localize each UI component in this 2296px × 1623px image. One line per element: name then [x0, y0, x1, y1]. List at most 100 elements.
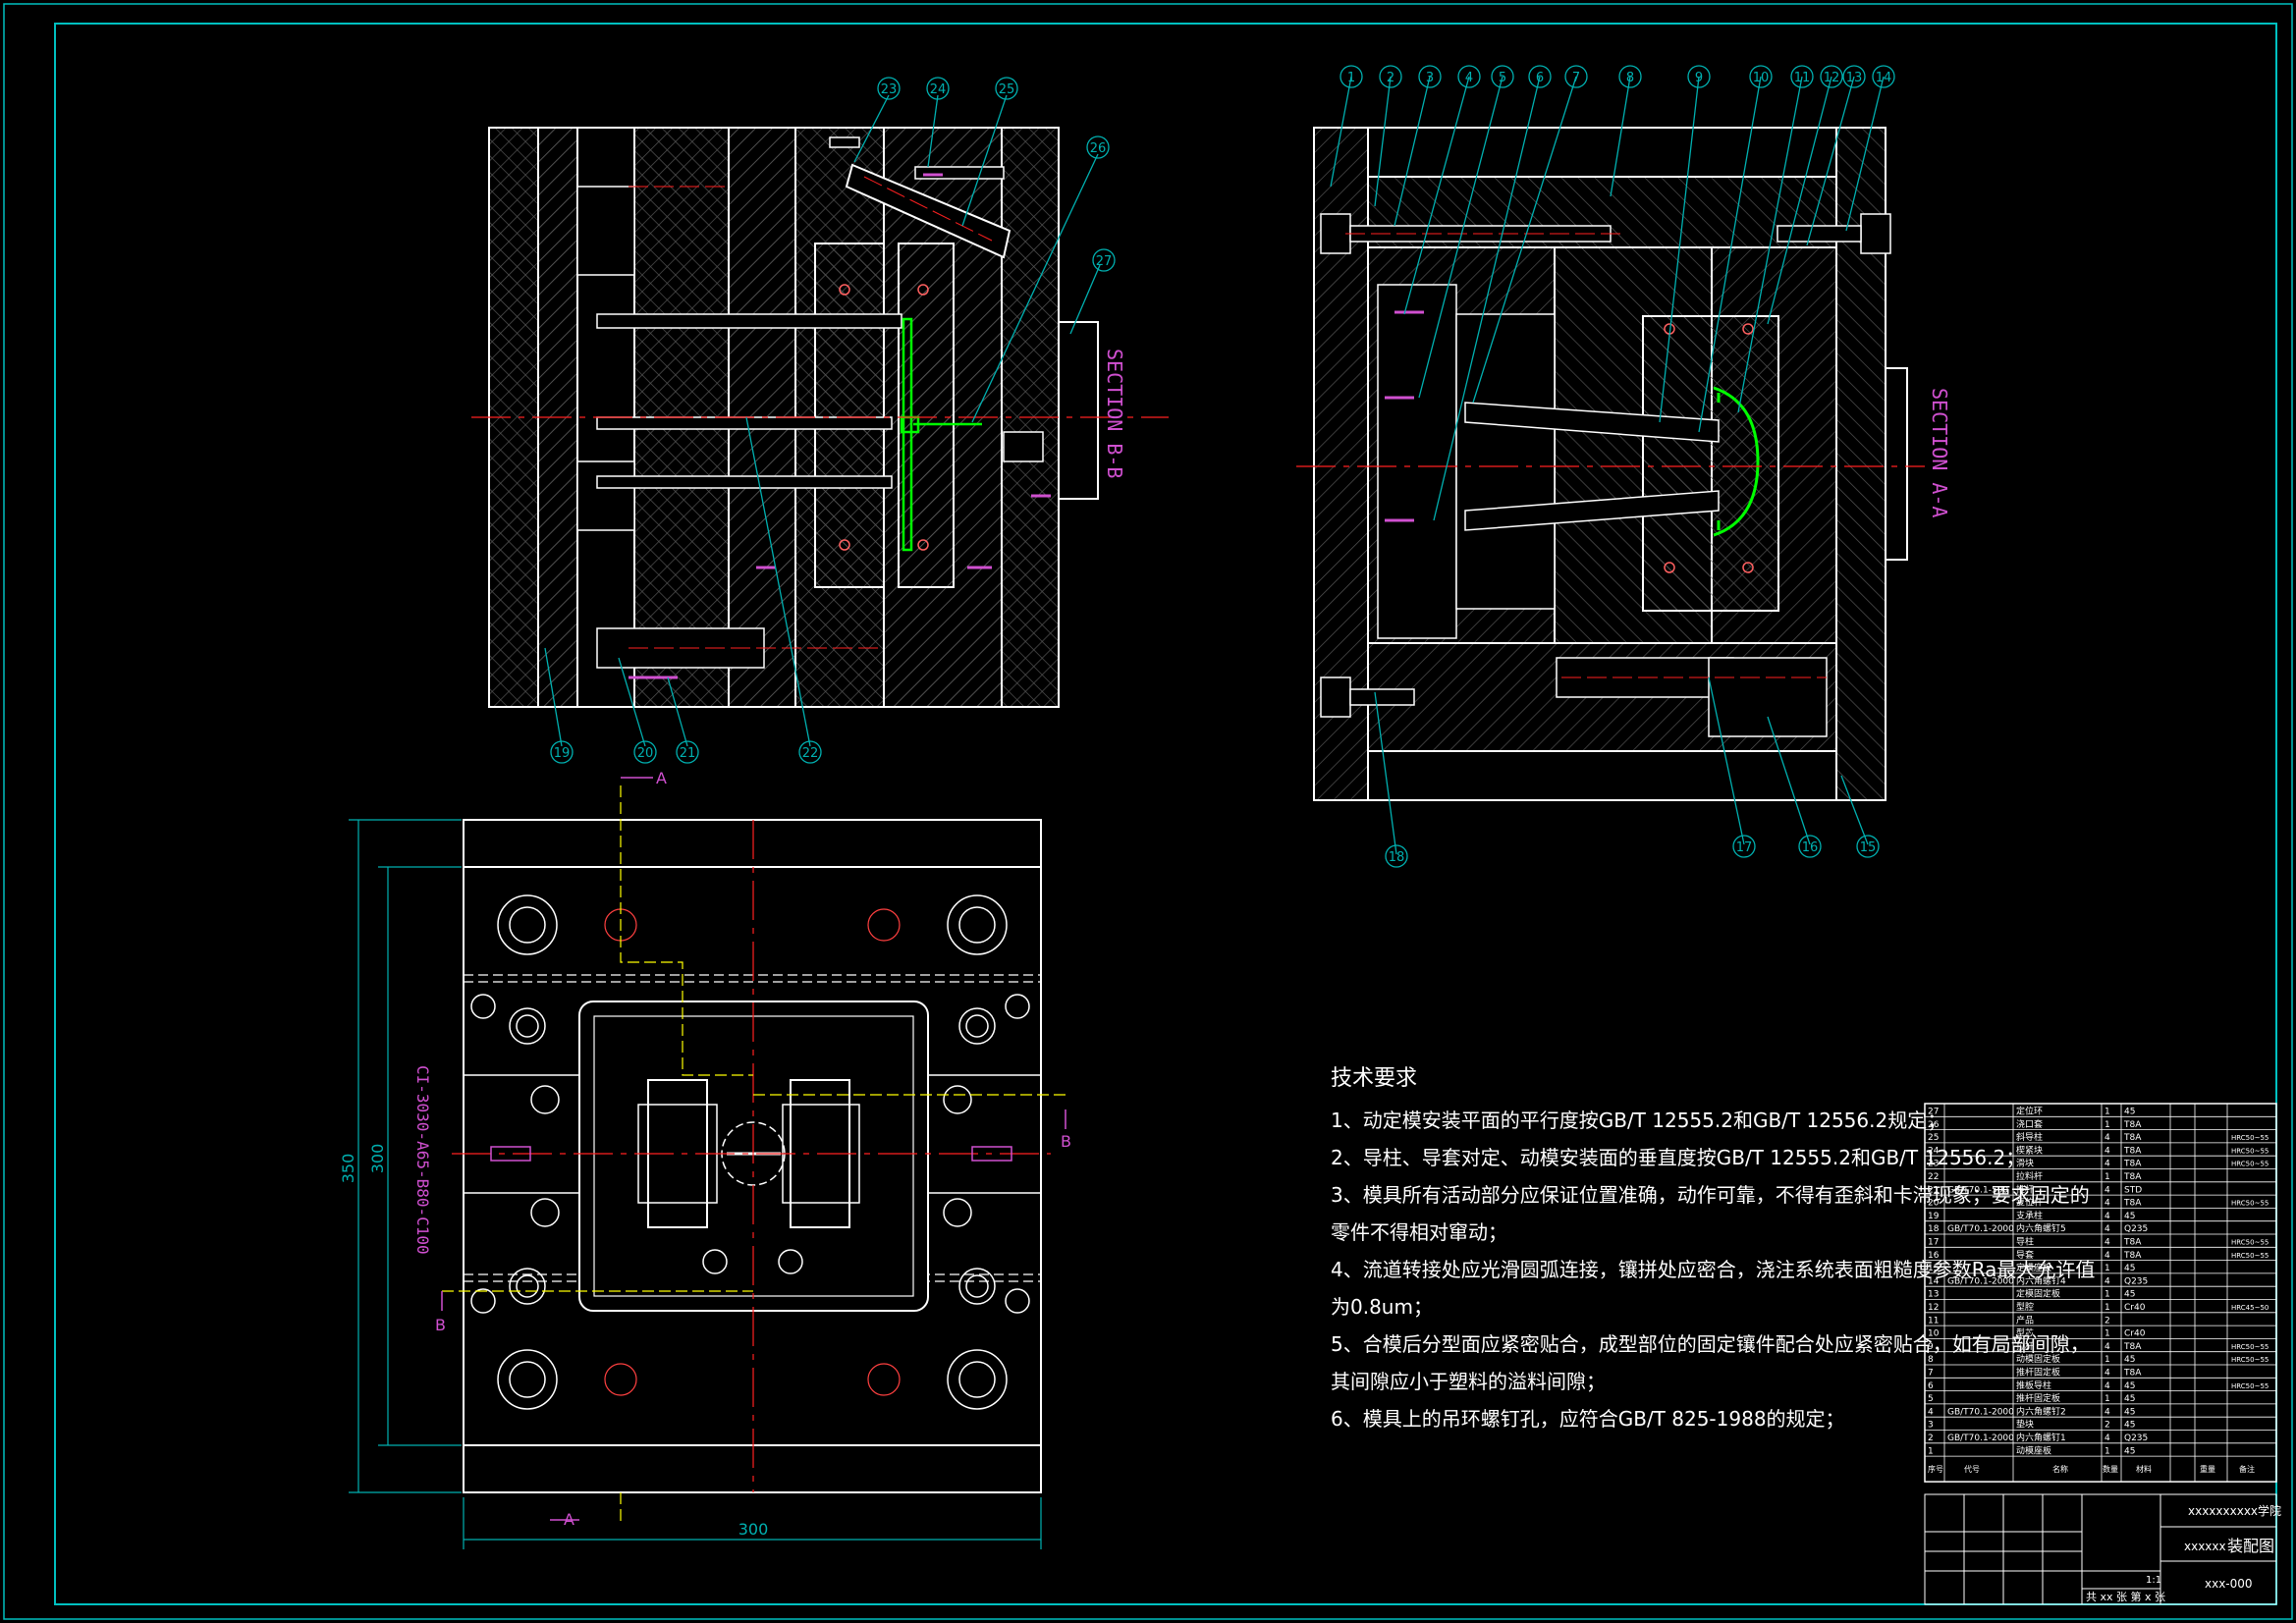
cut-mark-b-left: B — [435, 1316, 446, 1334]
section-bb-view: SECTION B-B — [471, 127, 1169, 708]
section-bb-label: SECTION B-B — [1103, 349, 1126, 478]
balloons-bb — [544, 77, 1116, 764]
balloon-24: 24 — [930, 82, 947, 97]
cut-marks: A B B A — [435, 769, 1071, 1529]
balloon-14: 14 — [1876, 71, 1892, 85]
bom-header-std: 代号 — [1964, 1464, 1980, 1474]
balloon-25: 25 — [999, 82, 1015, 97]
bom-cell-mat: 45 — [2124, 1212, 2135, 1221]
bom-cell-qty: 1 — [2105, 1394, 2110, 1404]
bom-cell-mat: 45 — [2124, 1381, 2135, 1391]
bom-cell-note: HRC50~55 — [2231, 1343, 2269, 1351]
bom-cell-name: 导柱 — [2016, 1236, 2034, 1248]
drawing-prefix: xxxxxx — [2184, 1540, 2226, 1553]
bom-cell-name: 拉料杆 — [2016, 1170, 2043, 1182]
bom-cell-note: HRC50~55 — [2231, 1161, 2269, 1168]
bom-cell-no: 20 — [1928, 1199, 1940, 1209]
bom-cell-name: 推杆固定板 — [2016, 1367, 2060, 1379]
bom-cell-no: 18 — [1928, 1224, 1940, 1234]
bom-cell-name: 垫块 — [2016, 1419, 2034, 1431]
bom-cell-name: 动模座板 — [2016, 1444, 2051, 1456]
bom-header-no: 序号 — [1928, 1464, 1943, 1474]
bom-cell-name: 拉杆 — [2016, 1340, 2034, 1352]
drawing-scale: 1:1 — [2146, 1575, 2161, 1586]
bom-cell-no: 4 — [1928, 1407, 1934, 1417]
bom-cell-no: 5 — [1928, 1394, 1934, 1404]
bom-cell-no: 11 — [1928, 1316, 1939, 1325]
bom-cell-no: 19 — [1928, 1212, 1940, 1221]
bom-cell-mat: T8A — [2123, 1160, 2142, 1169]
bom-cell-no: 8 — [1928, 1355, 1934, 1365]
bom-cell-qty: 4 — [2105, 1199, 2110, 1209]
bom-cell-qty: 1 — [2105, 1303, 2110, 1313]
cut-mark-a-bottom: A — [564, 1510, 574, 1529]
balloon-19: 19 — [554, 746, 571, 761]
balloon-20: 20 — [637, 746, 654, 761]
bom-cell-no: 22 — [1928, 1172, 1939, 1182]
bom-cell-std: GB/T70.1-2000 — [1947, 1434, 2014, 1443]
bom-cell-mat: T8A — [2123, 1251, 2142, 1261]
bom-cell-no: 15 — [1928, 1264, 1939, 1273]
bom-cell-name: 产品 — [2016, 1314, 2034, 1325]
balloon-8: 8 — [1626, 71, 1634, 85]
bom-cell-name: 斜导柱 — [2016, 1131, 2043, 1143]
balloon-13: 13 — [1846, 71, 1863, 85]
bom-cell-qty: 1 — [2105, 1108, 2110, 1117]
balloon-1: 1 — [1347, 71, 1355, 85]
drawing-code: xxx-000 — [2205, 1577, 2253, 1591]
bom-cell-qty: 1 — [2105, 1329, 2110, 1339]
bom-header-mat: 材料 — [2136, 1464, 2152, 1474]
bom-cell-mat: Cr40 — [2124, 1329, 2146, 1339]
bom-cell-name: 内六角螺钉5 — [2016, 1222, 2066, 1234]
bom-cell-note: HRC50~55 — [2231, 1200, 2269, 1208]
bom-cell-mat: STD — [2124, 1185, 2142, 1195]
bom-cell-no: 23 — [1928, 1160, 1939, 1169]
bom-cell-mat: 45 — [2124, 1290, 2135, 1300]
balloon-2: 2 — [1387, 71, 1394, 85]
balloon-3: 3 — [1426, 71, 1434, 85]
bom-cell-mat: 45 — [2124, 1355, 2135, 1365]
inner-frame — [54, 23, 2277, 1605]
title-block-text: xxxxxxxxxx学院 xxxxxx 装配图 1:1 共 xx 张 第 x 张… — [2086, 1503, 2281, 1603]
dimension-labels: 350 300 300 — [339, 1144, 768, 1539]
school-name: xxxxxxxxxx学院 — [2188, 1503, 2281, 1518]
bom-cell-qty: 4 — [2105, 1238, 2110, 1248]
bom-cell-mat: 45 — [2124, 1108, 2135, 1117]
tech-line-5b: 其间隙应小于塑料的溢料间隙； — [1331, 1370, 1606, 1393]
mold-base-code: CI-3030-A65-B80-C100 — [413, 1065, 432, 1255]
dim-height-350: 350 — [339, 1154, 357, 1184]
balloon-11: 11 — [1794, 71, 1811, 85]
bom-cell-no: 27 — [1928, 1108, 1939, 1117]
bom-cell-note: HRC50~55 — [2231, 1382, 2269, 1390]
bom-cell-note: HRC50~55 — [2231, 1134, 2269, 1142]
title-block — [1924, 1493, 2277, 1605]
balloon-4: 4 — [1465, 71, 1473, 85]
bom-cell-name: 动模固定板 — [2016, 1353, 2060, 1365]
bom-cell-qty: 2 — [2105, 1421, 2110, 1431]
bom-cell-name: 内六角螺钉2 — [2016, 1405, 2066, 1417]
bom-cell-std: GB/T70.1-500 — [1947, 1185, 2008, 1195]
balloon-22: 22 — [802, 746, 819, 761]
bom-cell-name: 型芯 — [2016, 1327, 2034, 1339]
bom-cell-qty: 4 — [2105, 1251, 2110, 1261]
tech-requirements-title: 技术要求 — [1331, 1066, 1418, 1091]
bom-cell-std: GB/T70.1-2000 — [1947, 1407, 2014, 1417]
bom-cell-std: GB/T70.1-2000 — [1947, 1276, 2014, 1286]
bom-cell-mat: Q235 — [2124, 1224, 2148, 1234]
bom-cell-name: 复位杆 — [2016, 1197, 2043, 1209]
balloon-10: 10 — [1753, 71, 1770, 85]
bom-cell-qty: 4 — [2105, 1434, 2110, 1443]
bom-cell-mat: T8A — [2123, 1199, 2142, 1209]
bom-cell-no: 1 — [1928, 1446, 1934, 1456]
bom-cell-mat: 45 — [2124, 1394, 2135, 1404]
bom-cell-qty: 1 — [2105, 1172, 2110, 1182]
balloon-26: 26 — [1090, 141, 1107, 156]
balloon-27: 27 — [1096, 254, 1113, 269]
bom-cell-mat: T8A — [2123, 1172, 2142, 1182]
bom-cell-qty: 1 — [2105, 1120, 2110, 1130]
balloon-15: 15 — [1860, 840, 1877, 855]
bom-cell-qty: 4 — [2105, 1381, 2110, 1391]
bom-cell-no: 7 — [1928, 1369, 1934, 1379]
bom-cell-no: 24 — [1928, 1146, 1940, 1156]
